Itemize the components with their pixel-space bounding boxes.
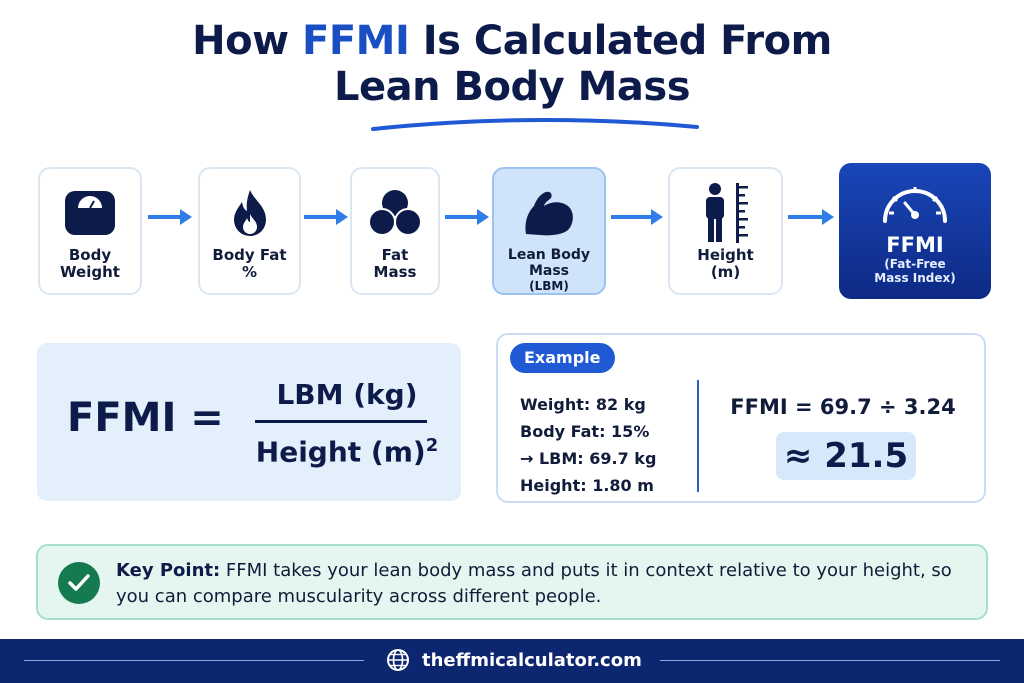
title-underline (371, 117, 699, 131)
step-label: Body Fat % (212, 246, 287, 281)
title-line-2: Lean Body Mass (333, 64, 691, 110)
key-point-box: Key Point: FFMI takes your lean body mas… (36, 544, 988, 620)
fraction-bar (255, 420, 427, 423)
formula-numerator: LBM (kg) (276, 378, 418, 411)
key-point-text: Key Point: FFMI takes your lean body mas… (116, 560, 952, 607)
arrow-icon (304, 209, 348, 225)
example-line: Body Fat: 15% (520, 422, 650, 441)
flame-icon (230, 187, 270, 239)
formula-denominator: Height (m)2 (255, 435, 439, 469)
title-line-1: How FFMI Is Calculated From (192, 18, 832, 64)
step-fat-mass: Fat Mass (350, 167, 440, 295)
cells-icon (368, 187, 422, 239)
example-badge: Example (510, 343, 615, 373)
person-ruler-icon (698, 183, 754, 243)
formula-box: FFMI = LBM (kg) Height (m)2 (37, 343, 461, 501)
step-body-fat: Body Fat % (198, 167, 301, 295)
page-title: How FFMI Is Calculated From Lean Body Ma… (0, 18, 1024, 110)
step-label: Fat Mass (373, 246, 417, 281)
step-body-weight: Body Weight (38, 167, 142, 295)
formula-left: FFMI = (67, 395, 224, 441)
footer-rule (24, 660, 364, 661)
footer-site[interactable]: theffmicalculator.com (386, 648, 642, 672)
footer: theffmicalculator.com (0, 639, 1024, 683)
check-icon (58, 562, 100, 604)
example-result: ≈ 21.5 (776, 432, 916, 480)
step-label: Height (697, 246, 754, 264)
footer-rule (660, 660, 1000, 661)
scale-icon (64, 187, 116, 239)
example-divider (697, 380, 699, 492)
step-label: Lean Body Mass (507, 247, 591, 279)
example-equation: FFMI = 69.7 ÷ 3.24 (730, 395, 956, 419)
arrow-icon (611, 209, 663, 225)
step-height: Height (m) (668, 167, 783, 295)
step-sub: (m) (710, 263, 741, 281)
step-label: Body Weight (60, 246, 120, 281)
key-point-label: Key Point: (116, 560, 221, 581)
globe-icon (386, 648, 410, 672)
title-accent: FFMI (302, 18, 410, 64)
arrow-icon (148, 209, 192, 225)
footer-link[interactable]: theffmicalculator.com (422, 649, 642, 671)
formula-exponent: 2 (425, 435, 439, 456)
flexed-arm-icon (520, 187, 578, 239)
example-line: → LBM: 69.7 kg (520, 449, 657, 468)
step-label: FFMI (886, 233, 944, 257)
step-lean-body-mass: Lean Body Mass (LBM) (492, 167, 606, 295)
arrow-icon (445, 209, 489, 225)
example-inputs: Weight: 82 kg Body Fat: 15% → LBM: 69.7 … (520, 391, 656, 499)
example-box: Example Weight: 82 kg Body Fat: 15% → LB… (496, 333, 986, 503)
example-line: Weight: 82 kg (520, 395, 646, 414)
step-ffmi: FFMI (Fat-Free Mass Index) (839, 163, 991, 299)
gauge-icon (879, 177, 951, 227)
step-sub: (Fat-Free Mass Index) (874, 257, 956, 285)
step-sub: (LBM) (529, 279, 569, 293)
example-line: Height: 1.80 m (520, 476, 654, 495)
arrow-icon (788, 209, 834, 225)
